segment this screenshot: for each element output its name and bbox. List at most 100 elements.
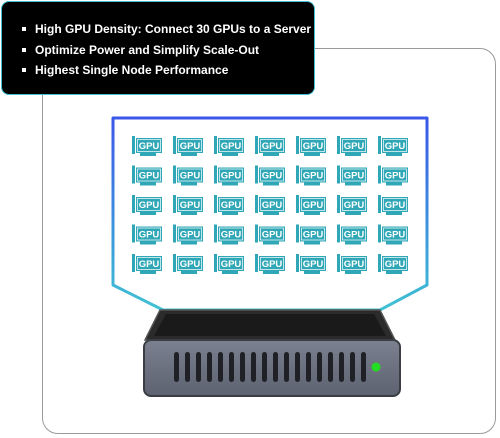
gpu-card-icon: GPU — [132, 224, 162, 245]
gpu-label: GPU — [180, 200, 201, 211]
gpu-card-icon: GPU — [296, 195, 326, 215]
gpu-card-icon: GPU — [378, 224, 408, 245]
gpu-card-icon: GPU — [255, 254, 285, 274]
gpu-card-icon: GPU — [337, 136, 367, 156]
gpu-label: GPU — [344, 171, 365, 182]
status-led-icon — [371, 362, 381, 372]
feature-item: Optimize Power and Simplify Scale-Out — [22, 40, 314, 61]
gpu-card-icon: GPU — [132, 136, 162, 156]
feature-item: Highest Single Node Performance — [22, 60, 314, 81]
vent-slot — [174, 352, 179, 382]
gpu-card-icon: GPU — [214, 195, 244, 215]
gpu-card-icon: GPU — [255, 136, 285, 156]
gpu-label: GPU — [139, 259, 160, 270]
gpu-card-icon: GPU — [132, 165, 162, 186]
gpu-label: GPU — [385, 200, 406, 211]
gpu-label: GPU — [262, 259, 283, 270]
gpu-label: GPU — [139, 200, 160, 211]
gpu-card-icon: GPU — [337, 165, 367, 186]
vent-slot — [350, 352, 355, 382]
vent-slot — [196, 352, 201, 382]
vent-slot — [284, 352, 289, 382]
gpu-label: GPU — [344, 141, 365, 152]
gpu-card-icon: GPU — [173, 195, 203, 215]
gpu-card-icon: GPU — [296, 136, 326, 156]
bullet-icon — [22, 27, 26, 31]
gpu-label: GPU — [385, 259, 406, 270]
gpu-label: GPU — [180, 141, 201, 152]
gpu-label: GPU — [385, 141, 406, 152]
gpu-card-icon: GPU — [132, 195, 162, 215]
gpu-card-icon: GPU — [378, 254, 408, 274]
gpu-label: GPU — [303, 230, 324, 241]
gpu-card-icon: GPU — [214, 254, 244, 274]
vent-slot — [328, 352, 333, 382]
gpu-card-icon: GPU — [173, 165, 203, 186]
gpu-label: GPU — [303, 171, 324, 182]
gpu-label: GPU — [303, 200, 324, 211]
vent-slot — [317, 352, 322, 382]
vent-slot — [229, 352, 234, 382]
gpu-card-icon: GPU — [378, 136, 408, 156]
gpu-label: GPU — [344, 200, 365, 211]
gpu-card-icon: GPU — [255, 224, 285, 245]
gpu-grid: GPU GPU GPU GPU GPU GPU GPU GPU GPU GPU GPU GPU GPU G… — [132, 136, 408, 274]
gpu-card-icon: GPU — [296, 254, 326, 274]
gpu-card-icon: GPU — [296, 224, 326, 245]
vent-slot — [295, 352, 300, 382]
gpu-label: GPU — [221, 259, 242, 270]
feature-callout: High GPU Density: Connect 30 GPUs to a S… — [1, 1, 315, 95]
gpu-card-icon: GPU — [255, 195, 285, 215]
gpu-card-icon: GPU — [337, 195, 367, 215]
gpu-card-icon: GPU — [378, 165, 408, 186]
gpu-card-icon: GPU — [378, 195, 408, 215]
vent-slot — [207, 352, 212, 382]
gpu-card-icon: GPU — [214, 224, 244, 245]
gpu-label: GPU — [221, 141, 242, 152]
gpu-card-icon: GPU — [296, 165, 326, 186]
vent-slot — [361, 352, 366, 382]
vent-slot — [185, 352, 190, 382]
vent-slot — [273, 352, 278, 382]
gpu-card-icon: GPU — [173, 136, 203, 156]
bullet-icon — [22, 47, 26, 52]
gpu-label: GPU — [262, 230, 283, 241]
vent-slot — [251, 352, 256, 382]
gpu-card-icon: GPU — [173, 254, 203, 274]
gpu-label: GPU — [221, 200, 242, 211]
gpu-label: GPU — [303, 259, 324, 270]
gpu-label: GPU — [180, 259, 201, 270]
gpu-label: GPU — [385, 171, 406, 182]
gpu-label: GPU — [344, 230, 365, 241]
gpu-label: GPU — [180, 230, 201, 241]
gpu-label: GPU — [139, 171, 160, 182]
feature-item: High GPU Density: Connect 30 GPUs to a S… — [22, 19, 314, 40]
gpu-card-icon: GPU — [337, 254, 367, 274]
feature-list: High GPU Density: Connect 30 GPUs to a S… — [22, 19, 314, 81]
vent-slot — [218, 352, 223, 382]
server-chassis-icon — [143, 309, 401, 397]
gpu-label: GPU — [221, 230, 242, 241]
gpu-card-icon: GPU — [173, 224, 203, 245]
vent-slot — [262, 352, 267, 382]
bullet-icon — [22, 68, 26, 72]
gpu-label: GPU — [180, 171, 201, 182]
gpu-label: GPU — [385, 230, 406, 241]
feature-text: High GPU Density: Connect 30 GPUs to a S… — [35, 22, 312, 36]
gpu-label: GPU — [262, 141, 283, 152]
gpu-label: GPU — [221, 171, 242, 182]
gpu-label: GPU — [262, 200, 283, 211]
gpu-card-icon: GPU — [255, 165, 285, 186]
gpu-label: GPU — [139, 141, 160, 152]
gpu-label: GPU — [139, 230, 160, 241]
gpu-label: GPU — [303, 141, 324, 152]
gpu-card-icon: GPU — [214, 136, 244, 156]
feature-text: Optimize Power and Simplify Scale-Out — [35, 42, 260, 57]
gpu-label: GPU — [344, 259, 365, 270]
vent-slot — [339, 352, 344, 382]
feature-text: Highest Single Node Performance — [35, 63, 229, 77]
gpu-card-icon: GPU — [214, 165, 244, 186]
gpu-card-icon: GPU — [337, 224, 367, 245]
gpu-label: GPU — [262, 171, 283, 182]
